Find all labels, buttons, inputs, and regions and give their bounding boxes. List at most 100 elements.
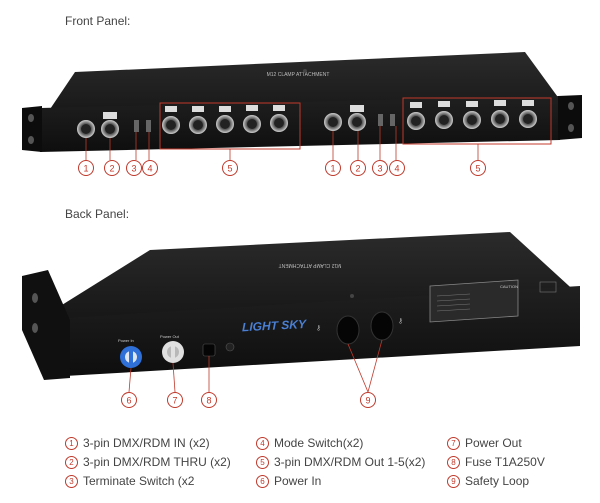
output-socket <box>439 115 449 125</box>
outputs-left <box>162 105 288 134</box>
svg-text:1: 1 <box>83 164 88 174</box>
terminate-switch <box>134 120 139 132</box>
legend-number: 5 <box>256 455 269 469</box>
legend-text: 3-pin DMX/RDM THRU (x2) <box>83 455 231 469</box>
output-socket <box>411 116 421 126</box>
legend-text: Terminate Switch (x2 <box>83 474 195 488</box>
output-latch <box>522 100 534 106</box>
output-socket <box>166 120 176 130</box>
legend-number: 4 <box>256 436 269 450</box>
safety-loop-hole <box>370 311 394 341</box>
legend-text: Mode Switch(x2) <box>274 436 364 450</box>
output-socket <box>495 114 505 124</box>
output-latch <box>219 106 231 112</box>
svg-text:2: 2 <box>355 164 360 174</box>
safety-loop-hole <box>336 315 360 345</box>
svg-text:3: 3 <box>131 164 136 174</box>
lock-icon: ⚷ <box>398 317 403 325</box>
legend: 1 3-pin DMX/RDM IN (x2) 2 3-pin DMX/RDM … <box>0 436 600 496</box>
front-leader-lines <box>85 126 479 160</box>
svg-text:9: 9 <box>365 396 370 406</box>
output-socket <box>193 120 203 130</box>
left-rack-ear <box>22 106 42 152</box>
back-rack-ear <box>22 270 70 380</box>
legend-item-1: 1 3-pin DMX/RDM IN (x2) <box>65 436 210 450</box>
device-illustration: M12 CLAMP ATTACHMENT <box>22 52 582 408</box>
marker-9: 9 <box>360 392 376 408</box>
fuse-holder <box>202 343 216 357</box>
legend-text: Power In <box>274 474 322 488</box>
legend-number: 1 <box>65 436 78 450</box>
outputs-right <box>407 100 537 130</box>
thru-latch <box>103 112 117 119</box>
legend-text: Safety Loop <box>465 474 530 488</box>
left-ear-hole-bottom <box>28 136 34 144</box>
legend-item-2: 2 3-pin DMX/RDM THRU (x2) <box>65 455 231 469</box>
right-ear-hole-bottom <box>568 124 574 132</box>
output-socket <box>247 119 257 129</box>
caution-text: CAUTION <box>500 284 518 289</box>
legend-number: 2 <box>65 455 78 469</box>
legend-number: 7 <box>447 436 460 450</box>
dmx-in-socket <box>328 117 338 127</box>
back-top-screw <box>350 294 354 298</box>
mode-switch <box>146 120 151 132</box>
output-latch <box>410 102 422 108</box>
svg-text:1: 1 <box>330 164 335 174</box>
output-latch <box>165 106 177 112</box>
front-left-group <box>77 102 301 150</box>
back-panel-label: Back Panel: <box>65 207 130 221</box>
front-right-group <box>324 97 552 145</box>
ground-screw <box>225 342 235 352</box>
marker-2: 2 <box>104 160 120 176</box>
output-latch <box>438 101 450 107</box>
legend-item-4: 4 Mode Switch(x2) <box>256 436 363 450</box>
legend-number: 9 <box>447 474 460 488</box>
svg-text:3: 3 <box>377 164 382 174</box>
legend-item-3: 3 Terminate Switch (x2 <box>65 474 194 488</box>
output-latch <box>494 100 506 106</box>
marker-7: 7 <box>167 392 183 408</box>
legend-text: 3-pin DMX/RDM Out 1-5(x2) <box>274 455 426 469</box>
back-ear-hole-bottom <box>32 323 38 333</box>
outputs-highlight-right <box>402 97 552 145</box>
legend-number: 8 <box>447 455 460 469</box>
legend-item-6: 6 Power In <box>256 474 321 488</box>
output-socket <box>220 119 230 129</box>
back-markers: 6 7 8 9 <box>121 392 376 408</box>
back-leader-lines <box>128 339 383 393</box>
thru-latch <box>350 105 364 112</box>
svg-text:4: 4 <box>147 164 152 174</box>
legend-number: 3 <box>65 474 78 488</box>
mode-switch <box>390 114 395 126</box>
svg-text:5: 5 <box>227 164 232 174</box>
back-ear-hole-top <box>32 293 38 303</box>
legend-text: Power Out <box>465 436 522 450</box>
front-markers: 1 2 3 4 5 1 2 3 4 5 <box>78 160 486 176</box>
marker-1: 1 <box>78 160 94 176</box>
power-in-key <box>129 351 133 363</box>
front-device: M12 CLAMP ATTACHMENT <box>22 52 582 176</box>
marker-4: 4 <box>142 160 158 176</box>
left-ear-hole-top <box>28 114 34 122</box>
back-top-text: M12 CLAMP ATTACHMENT <box>279 262 342 268</box>
output-latch <box>192 106 204 112</box>
marker-1: 1 <box>325 160 341 176</box>
right-rack-ear <box>558 95 582 140</box>
marker-3: 3 <box>126 160 142 176</box>
output-socket <box>274 118 284 128</box>
marker-5: 5 <box>222 160 238 176</box>
svg-text:6: 6 <box>126 396 131 406</box>
marker-5: 5 <box>470 160 486 176</box>
output-latch <box>273 105 285 111</box>
power-out-label: Power Out <box>160 334 180 339</box>
marker-6: 6 <box>121 392 137 408</box>
brand-logo: LIGHT SKY <box>242 317 307 334</box>
small-label <box>539 281 557 293</box>
thru-socket <box>352 117 362 127</box>
output-latch <box>246 105 258 111</box>
marker-4: 4 <box>389 160 405 176</box>
front-panel-label: Front Panel: <box>65 14 131 28</box>
dmx-in-socket <box>81 124 91 134</box>
front-top-text: M12 CLAMP ATTACHMENT <box>267 72 330 78</box>
